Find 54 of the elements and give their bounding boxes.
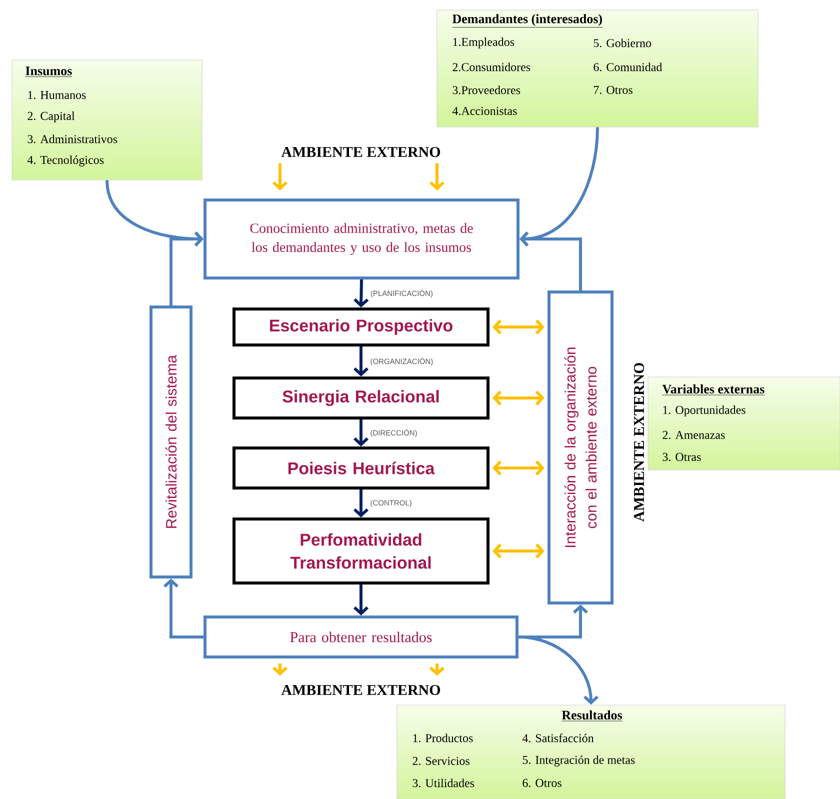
side-label: AMBIENTE EXTERNO: [634, 362, 644, 522]
list-heading: Demandantes (interesados): [452, 14, 603, 28]
list-box: [436, 10, 758, 128]
list-item: 2. Amenazas: [662, 430, 725, 440]
list-item: 7. Otros: [594, 86, 632, 94]
list-item: 1. Humanos: [28, 90, 86, 100]
arrow: [353, 346, 369, 376]
list-box: [12, 60, 202, 180]
list-heading: Insumos: [25, 66, 72, 77]
arrow: [430, 163, 445, 190]
list-item: 3. Administrativos: [28, 134, 118, 144]
arrow: [520, 231, 582, 290]
process-box: Interacción de la organización con el ambiente externo: [548, 290, 614, 604]
stage-box: Sinergia Relacional: [232, 376, 490, 420]
process-box: Revitalización del sistema: [150, 306, 192, 578]
list-item: 4. Tecnológicos: [27, 156, 104, 166]
arrow: [353, 584, 369, 616]
stage-box: Perfomatividad Transformacional: [232, 518, 490, 584]
heading-text: AMBIENTE EXTERNO: [281, 146, 440, 158]
arrow: [492, 319, 544, 335]
list-item: 6. Comunidad: [594, 62, 662, 72]
list-item: 2. Capital: [28, 112, 75, 122]
list-item: 3.Proveedores: [452, 86, 520, 94]
arrow: [492, 460, 544, 476]
arrow: [353, 490, 369, 518]
process-box: Conocimiento administrativo, metas de los demandantes y uso de los insumos: [204, 198, 520, 280]
list-item: 1.Empleados: [453, 38, 514, 48]
arrow: [492, 390, 544, 406]
stage-box: Poiesis Heurística: [232, 446, 490, 490]
list-item: 5. Gobierno: [594, 38, 652, 48]
arrow: [272, 163, 288, 190]
arrow: [353, 420, 369, 446]
arrow: [170, 231, 204, 306]
list-item: 2. Servicios: [412, 756, 470, 766]
list-item: 3. Otras: [662, 452, 701, 462]
list-heading: Variables externas: [662, 384, 765, 396]
stage-box: Escenario Prospectivo: [232, 308, 490, 346]
list-heading: Resultados: [561, 710, 623, 722]
list-item: 6. Otros: [522, 778, 562, 788]
arrow: [492, 543, 544, 559]
list-item: 1. Productos: [413, 734, 473, 742]
arrow: [354, 279, 369, 308]
heading-text: AMBIENTE EXTERNO: [281, 684, 440, 696]
list-item: 2.Consumidores: [452, 62, 530, 72]
arrow: [163, 578, 204, 638]
list-item: 3. Utilidades: [412, 778, 474, 788]
list-box: [648, 376, 840, 470]
list-item: 5. Integración de metas: [522, 756, 635, 766]
list-item: 4.Accionistas: [452, 106, 517, 116]
arrow: [518, 636, 599, 705]
list-item: 1. Oportunidades: [663, 406, 746, 416]
list-item: 4. Satisfacción: [522, 734, 594, 742]
list-box: [396, 704, 786, 799]
process-box: Para obtener resultados: [204, 616, 518, 658]
